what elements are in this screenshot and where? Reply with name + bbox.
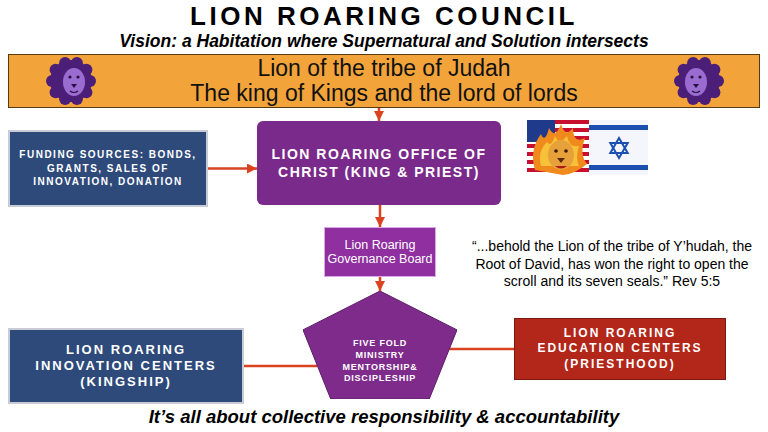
lion-flag-picture	[610, 143, 627, 158]
lion-flag-picture	[548, 140, 574, 170]
node-body: Lion of the tribe of JudahThe king of Ki…	[10, 56, 758, 106]
lion-flag-picture	[557, 158, 565, 163]
text-holder: It’s all about collective responsibility…	[0, 406, 768, 427]
banner-text: The king of Kings and the lord of lords	[10, 81, 758, 106]
board-text: Lion Roaring Governance Board	[327, 238, 433, 267]
lion-flag-picture	[589, 120, 648, 175]
lion-flag-picture	[564, 149, 568, 153]
lion-head	[674, 57, 724, 105]
office-box: LION ROARING OFFICE OF CHRIST (KING & PR…	[257, 121, 501, 205]
lion-flag-picture	[554, 149, 558, 153]
text-holder: LION ROARING COUNCIL	[0, 2, 768, 31]
lion-flag-picture	[555, 166, 567, 169]
node-body: LION ROARING EDUCATION CENTERS (PRIESTHO…	[521, 326, 719, 373]
vision-subtitle: Vision: a Habitation where Supernatural …	[0, 31, 768, 51]
caption-text: It’s all about collective responsibility…	[0, 406, 768, 427]
text-holder: “...behold the Lion of the tribe of Y’hu…	[466, 238, 758, 291]
lion-flag-picture	[610, 138, 627, 153]
node-body: FUNDING SOURCES: BONDS, GRANTS, SALES OF…	[18, 148, 198, 189]
lion-flag-picture	[589, 125, 648, 130]
lion-flag-picture	[527, 120, 648, 175]
lion-flag-picture	[589, 165, 648, 170]
flow-connector	[208, 167, 257, 170]
flow-connector	[449, 348, 514, 351]
funding-text: FUNDING SOURCES: BONDS, GRANTS, SALES OF…	[18, 148, 198, 189]
funding-box: FUNDING SOURCES: BONDS, GRANTS, SALES OF…	[8, 130, 208, 207]
scripture-quote: “...behold the Lion of the tribe of Y’hu…	[466, 238, 758, 291]
diagram-title: LION ROARING COUNCIL	[0, 2, 768, 31]
lion-flag-picture	[533, 124, 587, 175]
banner-band: Lion of the tribe of JudahThe king of Ki…	[8, 54, 760, 108]
flow-connector	[378, 108, 381, 121]
flow-connector	[244, 365, 317, 368]
lion-flag-picture	[527, 120, 648, 175]
node-body: LION ROARING OFFICE OF CHRIST (KING & PR…	[263, 145, 495, 181]
lion-head	[46, 57, 96, 105]
pentagon-outline	[303, 291, 457, 399]
node-body: Lion Roaring Governance Board	[327, 238, 433, 267]
ministry-text: FIVE FOLD MINISTRY MENTORSHIP& DISCIPLES…	[332, 338, 428, 385]
board-box: Lion Roaring Governance Board	[324, 227, 436, 277]
node-body: FIVE FOLD MINISTRY MENTORSHIP& DISCIPLES…	[315, 330, 444, 394]
innovation-text: LION ROARING INNOVATION CENTERS (KINGSHI…	[18, 342, 234, 391]
text-holder: Vision: a Habitation where Supernatural …	[0, 31, 768, 51]
flow-connector	[379, 205, 382, 227]
ministry-pentagon: FIVE FOLD MINISTRY MENTORSHIP& DISCIPLES…	[303, 291, 457, 399]
education-box: LION ROARING EDUCATION CENTERS (PRIESTHO…	[514, 318, 726, 380]
innovation-box: LION ROARING INNOVATION CENTERS (KINGSHI…	[8, 328, 244, 404]
banner-text: Lion of the tribe of Judah	[10, 56, 758, 81]
flow-connector	[379, 277, 382, 291]
education-text: LION ROARING EDUCATION CENTERS (PRIESTHO…	[521, 326, 719, 373]
office-text: LION ROARING OFFICE OF CHRIST (KING & PR…	[263, 145, 495, 181]
node-body: LION ROARING INNOVATION CENTERS (KINGSHI…	[18, 342, 234, 391]
